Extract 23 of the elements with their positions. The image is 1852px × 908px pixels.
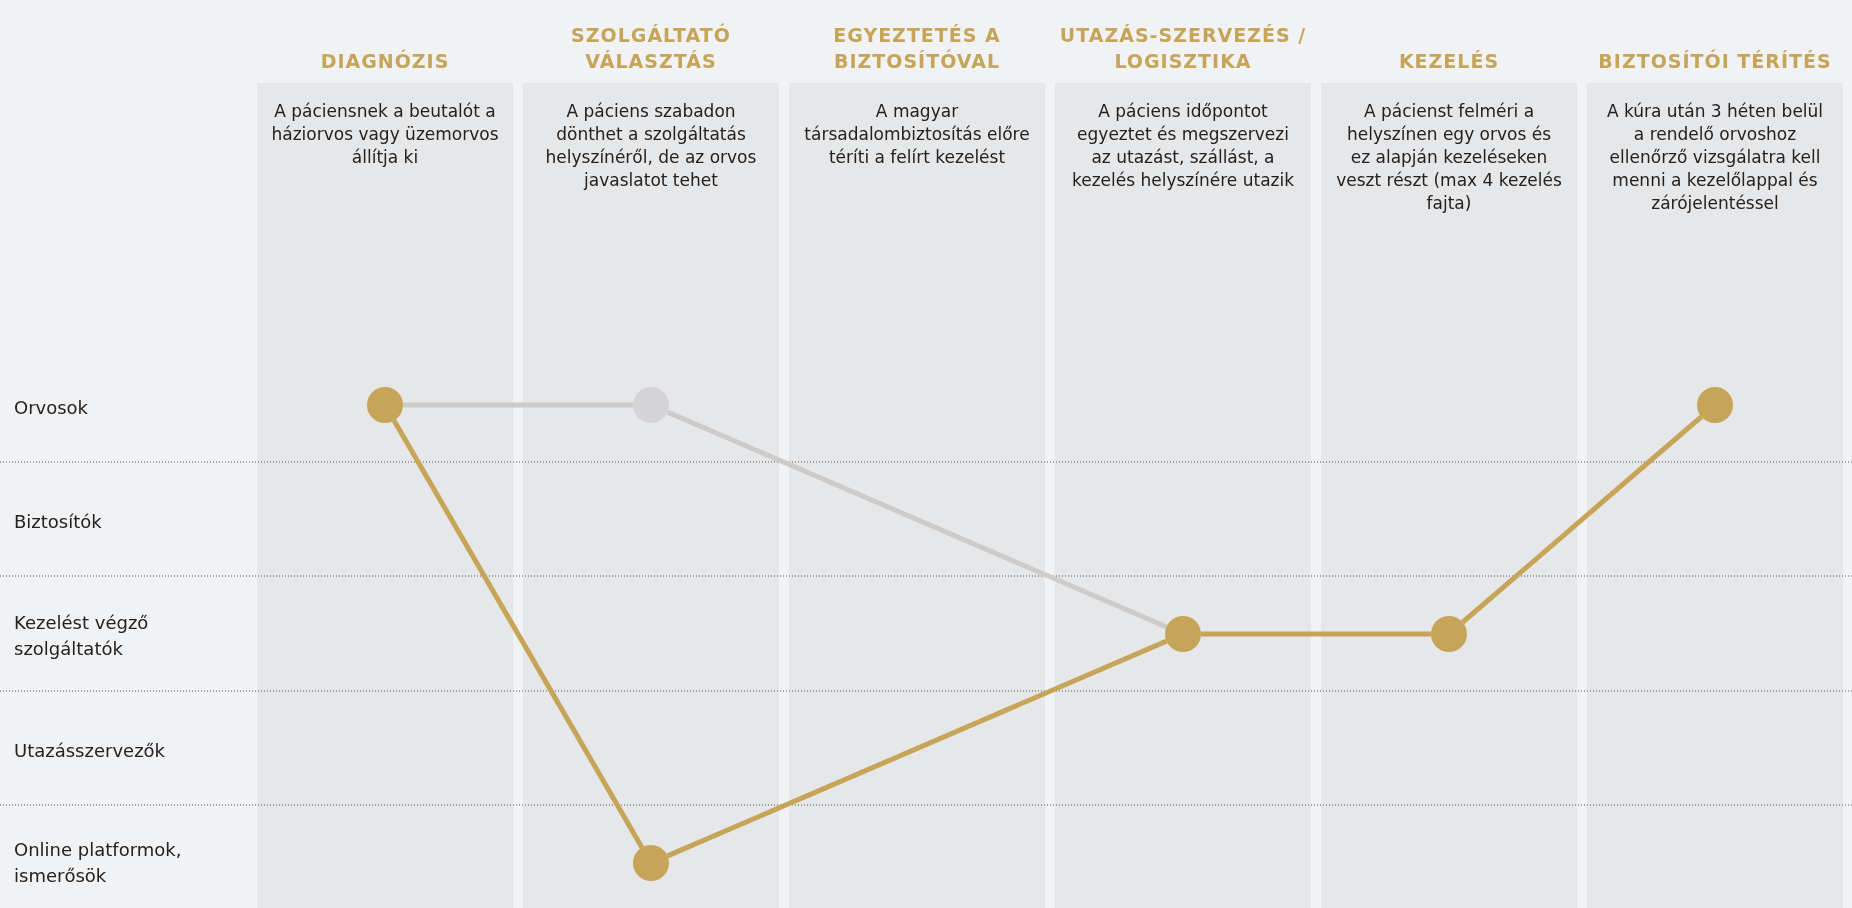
column-heading: EGYEZTETÉS A BIZTOSÍTÓVAL [832, 23, 1002, 74]
column-heading: DIAGNÓZIS [319, 48, 451, 74]
column-heading: SZOLGÁLTATÓ VÁLASZTÁS [570, 22, 732, 74]
column-heading: KEZELÉS [1397, 49, 1501, 74]
row-label: Orvosok [14, 396, 90, 420]
journey-line [1461, 414, 1703, 625]
journey-line [666, 409, 1168, 630]
journey-line [666, 638, 1168, 859]
column-description: A kúra után 3 héten belül a rendelő orvoshoz ellenőrző vizsgálatra kell menni a kezelőlappal és zárójelentéssel [1605, 100, 1825, 215]
row-label: Utazásszervezők [14, 739, 167, 763]
column-description: A pácienst felméri a helyszínen egy orvos és ez alapján kezeléseken veszt részt (max 4 kezelés fajta) [1335, 100, 1563, 215]
column-heading: UTAZÁS-SZERVEZÉS / LOGISZTIKA [1058, 23, 1308, 74]
row-label: Biztosítók [14, 510, 103, 534]
column-description: A páciens időpontot egyeztet és megszervezi az utazást, szállást, a kezelés helyszínére utazik [1070, 100, 1296, 192]
journey-line [1201, 631, 1431, 637]
column-heading: BIZTOSÍTÓI TÉRÍTÉS [1597, 48, 1833, 74]
column-description: A magyar társadalombiztosítás előre téríti a felírt kezelést [803, 100, 1031, 169]
journey-line [391, 419, 645, 849]
column-description: A páciensnek a beutalót a háziorvos vagy üzemorvos állítja ki [271, 100, 499, 169]
row-label: Online platformok, ismerősök [14, 838, 183, 888]
column-description: A páciens szabadon dönthet a szolgáltatás helyszínéről, de az orvos javaslatot tehet [544, 100, 758, 192]
row-label: Kezelést végző szolgáltatók [14, 611, 150, 661]
journey-line [403, 402, 633, 408]
